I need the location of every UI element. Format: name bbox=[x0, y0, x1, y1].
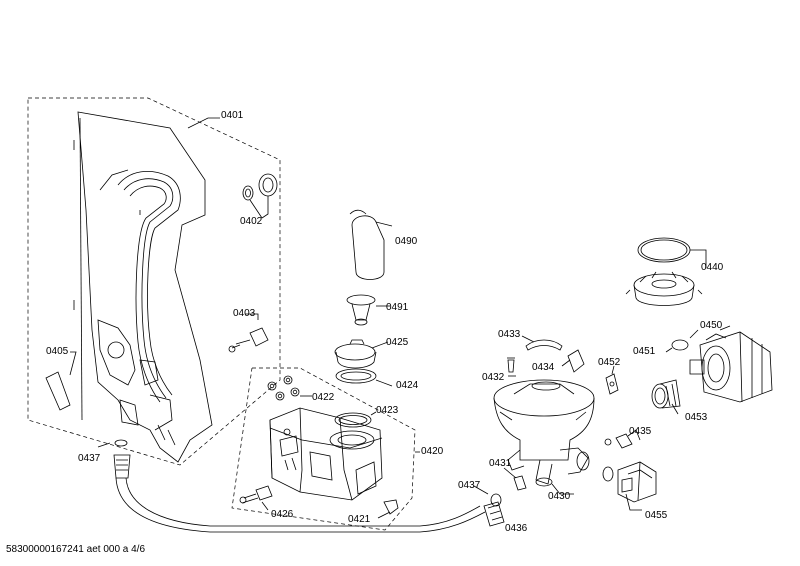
part-0405 bbox=[45, 351, 77, 411]
label-0451: 0451 bbox=[633, 346, 656, 357]
plugs-0422 bbox=[267, 375, 312, 401]
funnel-0490 bbox=[349, 209, 393, 280]
seal-0423 bbox=[334, 411, 377, 428]
label-0435: 0435 bbox=[629, 426, 652, 437]
side-panel-0401 bbox=[73, 111, 220, 463]
label-0421: 0421 bbox=[348, 514, 371, 525]
valve-0403 bbox=[228, 313, 269, 353]
grommet-0402 bbox=[242, 173, 278, 219]
label-0491: 0491 bbox=[386, 302, 409, 313]
label-0401: 0401 bbox=[221, 110, 244, 121]
connector-0431 bbox=[503, 467, 527, 491]
label-0432: 0432 bbox=[482, 372, 505, 383]
label-0452: 0452 bbox=[598, 357, 621, 368]
clip-0421 bbox=[377, 499, 399, 519]
label-0424: 0424 bbox=[396, 380, 419, 391]
sump-body-0420 bbox=[269, 407, 383, 501]
label-0430: 0430 bbox=[548, 491, 571, 502]
label-0437-left: 0437 bbox=[78, 453, 101, 464]
sump-housing-0430 bbox=[493, 379, 595, 495]
label-0440: 0440 bbox=[701, 262, 724, 273]
label-0450: 0450 bbox=[700, 320, 723, 331]
screw-0432 bbox=[507, 357, 516, 377]
label-0423: 0423 bbox=[376, 405, 399, 416]
label-0420: 0420 bbox=[421, 446, 444, 457]
side-panel-dashed-outline bbox=[27, 97, 281, 466]
cap-0491 bbox=[346, 294, 390, 326]
label-0425: 0425 bbox=[386, 337, 409, 348]
label-0402: 0402 bbox=[240, 216, 263, 227]
sensor-0435 bbox=[604, 429, 641, 449]
drain-pump-0455 bbox=[602, 461, 657, 511]
hose-connector-0453 bbox=[651, 379, 681, 415]
plug-0426 bbox=[239, 485, 273, 511]
label-0405: 0405 bbox=[46, 346, 69, 357]
label-0453: 0453 bbox=[685, 412, 708, 423]
label-0490: 0490 bbox=[395, 236, 418, 247]
cap-0425 bbox=[334, 339, 389, 369]
document-reference-footer: 58300000167241 aet 000 a 4/6 bbox=[6, 544, 146, 555]
label-0434: 0434 bbox=[532, 362, 555, 373]
heater-housing-0440 bbox=[625, 237, 707, 306]
label-0403: 0403 bbox=[233, 308, 256, 319]
label-0426: 0426 bbox=[271, 509, 294, 520]
label-0437-right: 0437 bbox=[458, 480, 481, 491]
sump-dashed-outline bbox=[231, 367, 416, 531]
clamp-0451 bbox=[665, 329, 699, 353]
label-0455: 0455 bbox=[645, 510, 668, 521]
label-0422: 0422 bbox=[312, 392, 335, 403]
seal-0437-right bbox=[473, 485, 489, 495]
label-0436: 0436 bbox=[505, 523, 528, 534]
clip-0434 bbox=[561, 349, 585, 373]
drain-hose bbox=[97, 439, 505, 533]
label-0431: 0431 bbox=[489, 458, 512, 469]
seal-0424 bbox=[335, 368, 393, 387]
bracket-0452 bbox=[605, 365, 619, 395]
label-0433: 0433 bbox=[498, 329, 521, 340]
circulation-pump-0450 bbox=[689, 325, 773, 403]
part-0433 bbox=[521, 335, 563, 351]
